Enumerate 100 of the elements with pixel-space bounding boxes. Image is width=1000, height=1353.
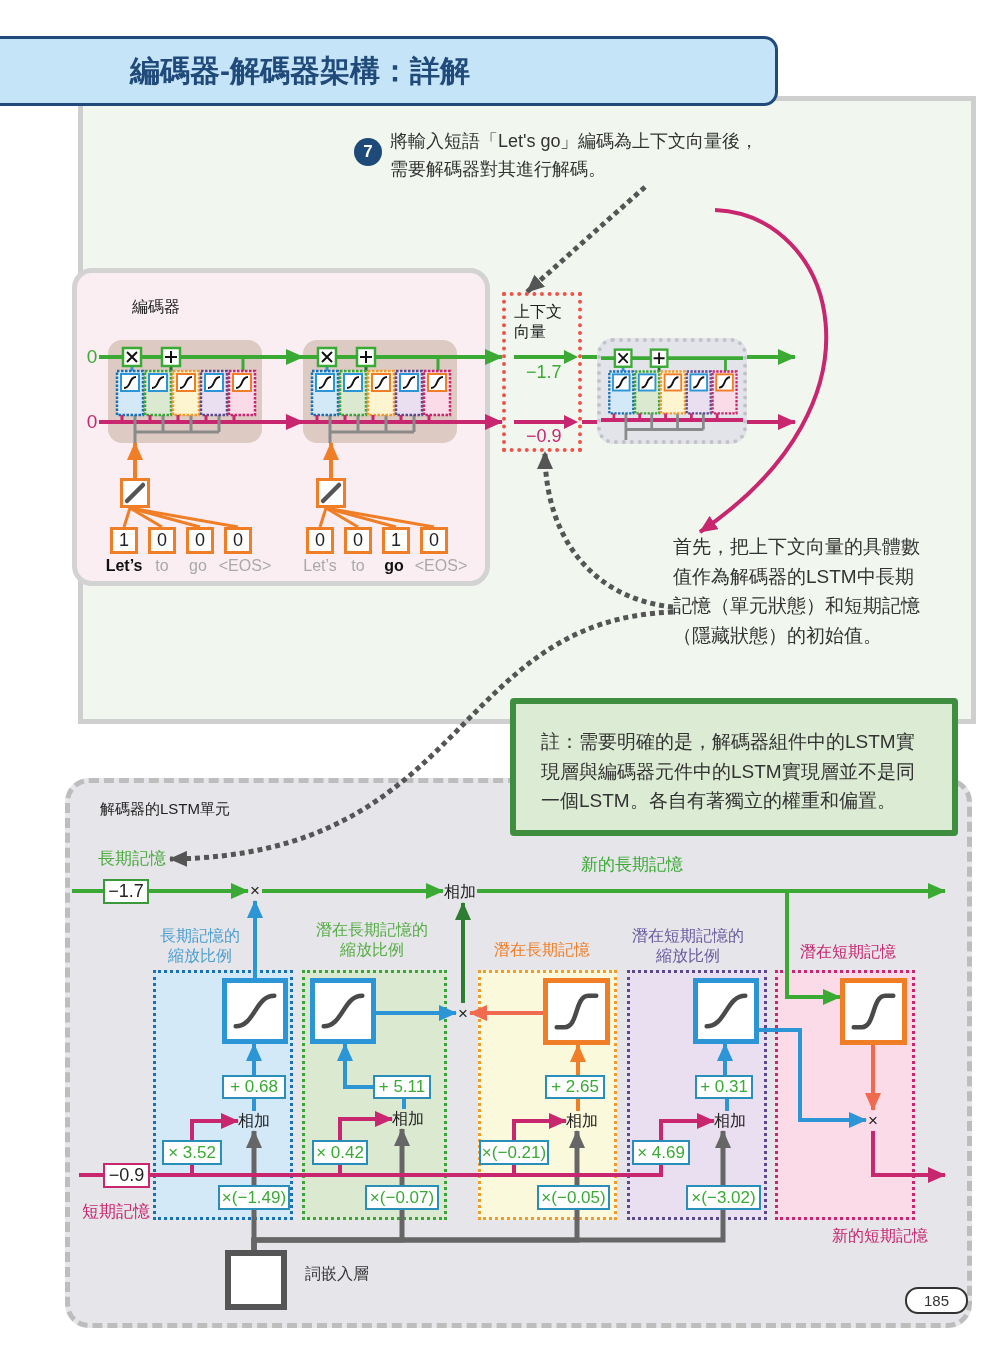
arrow	[323, 442, 339, 478]
value-label: −0.9	[526, 426, 563, 446]
output-label: 新的短期記憶	[831, 1226, 929, 1246]
arrow	[247, 900, 263, 978]
line	[582, 420, 597, 424]
bias-box: + 0.68	[222, 1075, 286, 1099]
arrow	[127, 442, 143, 478]
arrow	[394, 1128, 410, 1185]
operation-label: 相加	[238, 1111, 270, 1131]
line	[402, 1099, 406, 1109]
encoder-panel	[72, 268, 490, 586]
operation-label: 相加	[443, 881, 477, 903]
arrow	[337, 1043, 373, 1089]
word-label: Let’s	[302, 556, 338, 576]
bias-box: + 2.65	[545, 1075, 605, 1099]
arrow	[457, 349, 503, 365]
arrow	[659, 1113, 715, 1140]
arrow	[747, 349, 796, 365]
region-heading: 長期記憶的縮放比例	[159, 926, 241, 966]
line	[79, 1173, 103, 1177]
value-box: −1.7	[103, 879, 149, 904]
digit: 0	[232, 530, 244, 551]
arrow	[190, 1113, 239, 1140]
line	[251, 1210, 726, 1250]
digit: 0	[314, 530, 326, 551]
digit: 0	[428, 530, 440, 551]
weight-box: × 4.69	[632, 1140, 690, 1165]
line	[99, 420, 108, 424]
line	[725, 1099, 729, 1111]
dotted-arrow	[525, 185, 647, 294]
arrow	[376, 1005, 457, 1021]
title-banner: 編碼器-解碼器架構：詳解	[0, 36, 778, 106]
digit: 1	[390, 530, 402, 551]
weight-box: ×(−1.49)	[218, 1185, 290, 1210]
multiply-sign: ×	[866, 1110, 880, 1131]
activation-box	[222, 978, 288, 1044]
arrow	[149, 883, 249, 899]
dotted-arrow	[169, 609, 674, 866]
word-label: <EOS>	[217, 556, 273, 576]
word-label: <EOS>	[413, 556, 469, 576]
digit: 0	[352, 530, 364, 551]
multiply-sign: ×	[456, 1003, 470, 1024]
line	[318, 507, 328, 528]
digit: 1	[118, 530, 130, 551]
edge-label: 新的長期記憶	[578, 854, 686, 876]
arrow	[338, 1111, 393, 1140]
multiply-sign: ×	[248, 880, 262, 901]
region-heading: 潛在短期記憶的縮放比例	[631, 926, 745, 966]
arrow	[262, 883, 444, 899]
operation-label: 相加	[566, 1111, 598, 1131]
arrow	[246, 1043, 262, 1075]
arrow	[457, 414, 503, 430]
state-label: 短期記憶	[82, 1202, 151, 1222]
arrow	[865, 1045, 881, 1111]
initial-value: 0	[85, 345, 99, 369]
arrow	[262, 349, 304, 365]
operation-label: 相加	[392, 1109, 424, 1129]
lstm-cell	[597, 338, 747, 444]
activation-box	[543, 978, 610, 1045]
arrow	[759, 1028, 867, 1128]
panel-heading: 解碼器的LSTM單元	[100, 799, 231, 819]
value-label: −1.7	[526, 362, 563, 382]
activation-box	[310, 978, 376, 1044]
region-heading: 潛在長期記憶的縮放比例	[315, 920, 429, 960]
word-label: Let’s	[104, 556, 144, 576]
line	[252, 1099, 256, 1111]
line	[576, 1099, 580, 1111]
context-vector-box	[502, 292, 582, 452]
line	[122, 507, 132, 528]
activation-box	[693, 978, 759, 1044]
note-box: 註：需要明確的是，解碼器組件中的LSTM實現層與編碼器元件中的LSTM實現層並不是同一個LSTM。各自有著獨立的權重和偏置。	[510, 698, 958, 836]
weight-box: ×(−0.05)	[537, 1185, 610, 1210]
state-label: 長期記憶	[98, 848, 170, 870]
panel-heading: 編碼器	[132, 297, 181, 317]
arrow	[717, 1043, 733, 1075]
line	[99, 355, 108, 359]
arrow	[698, 208, 828, 534]
number: −0.9	[107, 1165, 146, 1186]
page-number: 185	[905, 1287, 968, 1314]
region-heading: 潛在長期記憶	[493, 940, 591, 960]
layer-label: 詞嵌入層	[305, 1264, 370, 1284]
digit: 0	[156, 530, 168, 551]
dotted-arrow	[537, 451, 674, 610]
weight-box: ×(−3.02)	[686, 1185, 761, 1210]
lstm-cell	[303, 340, 457, 443]
arrow	[747, 414, 796, 430]
annotation: 首先，把上下文向量的具體數值作為解碼器的LSTM中長期記憶（單元狀態）和短期記憶（隱藏狀態）的初始值。	[673, 532, 928, 654]
arrow	[871, 1131, 946, 1183]
activation-box	[840, 978, 907, 1045]
weight-box: ×(−0.21)	[479, 1140, 549, 1165]
initial-value: 0	[85, 410, 99, 434]
arrow	[512, 1113, 567, 1140]
annotation: 將輸入短語「Let's go」編碼為上下文向量後，需要解碼器對其進行解碼。	[390, 127, 770, 187]
arrow	[570, 1044, 586, 1075]
arrow	[262, 414, 304, 430]
bias-box: + 5.11	[373, 1075, 431, 1099]
arrow	[477, 889, 841, 1005]
arrow	[469, 1005, 543, 1021]
weight-box: × 0.42	[312, 1140, 368, 1165]
digit: 0	[194, 530, 206, 551]
